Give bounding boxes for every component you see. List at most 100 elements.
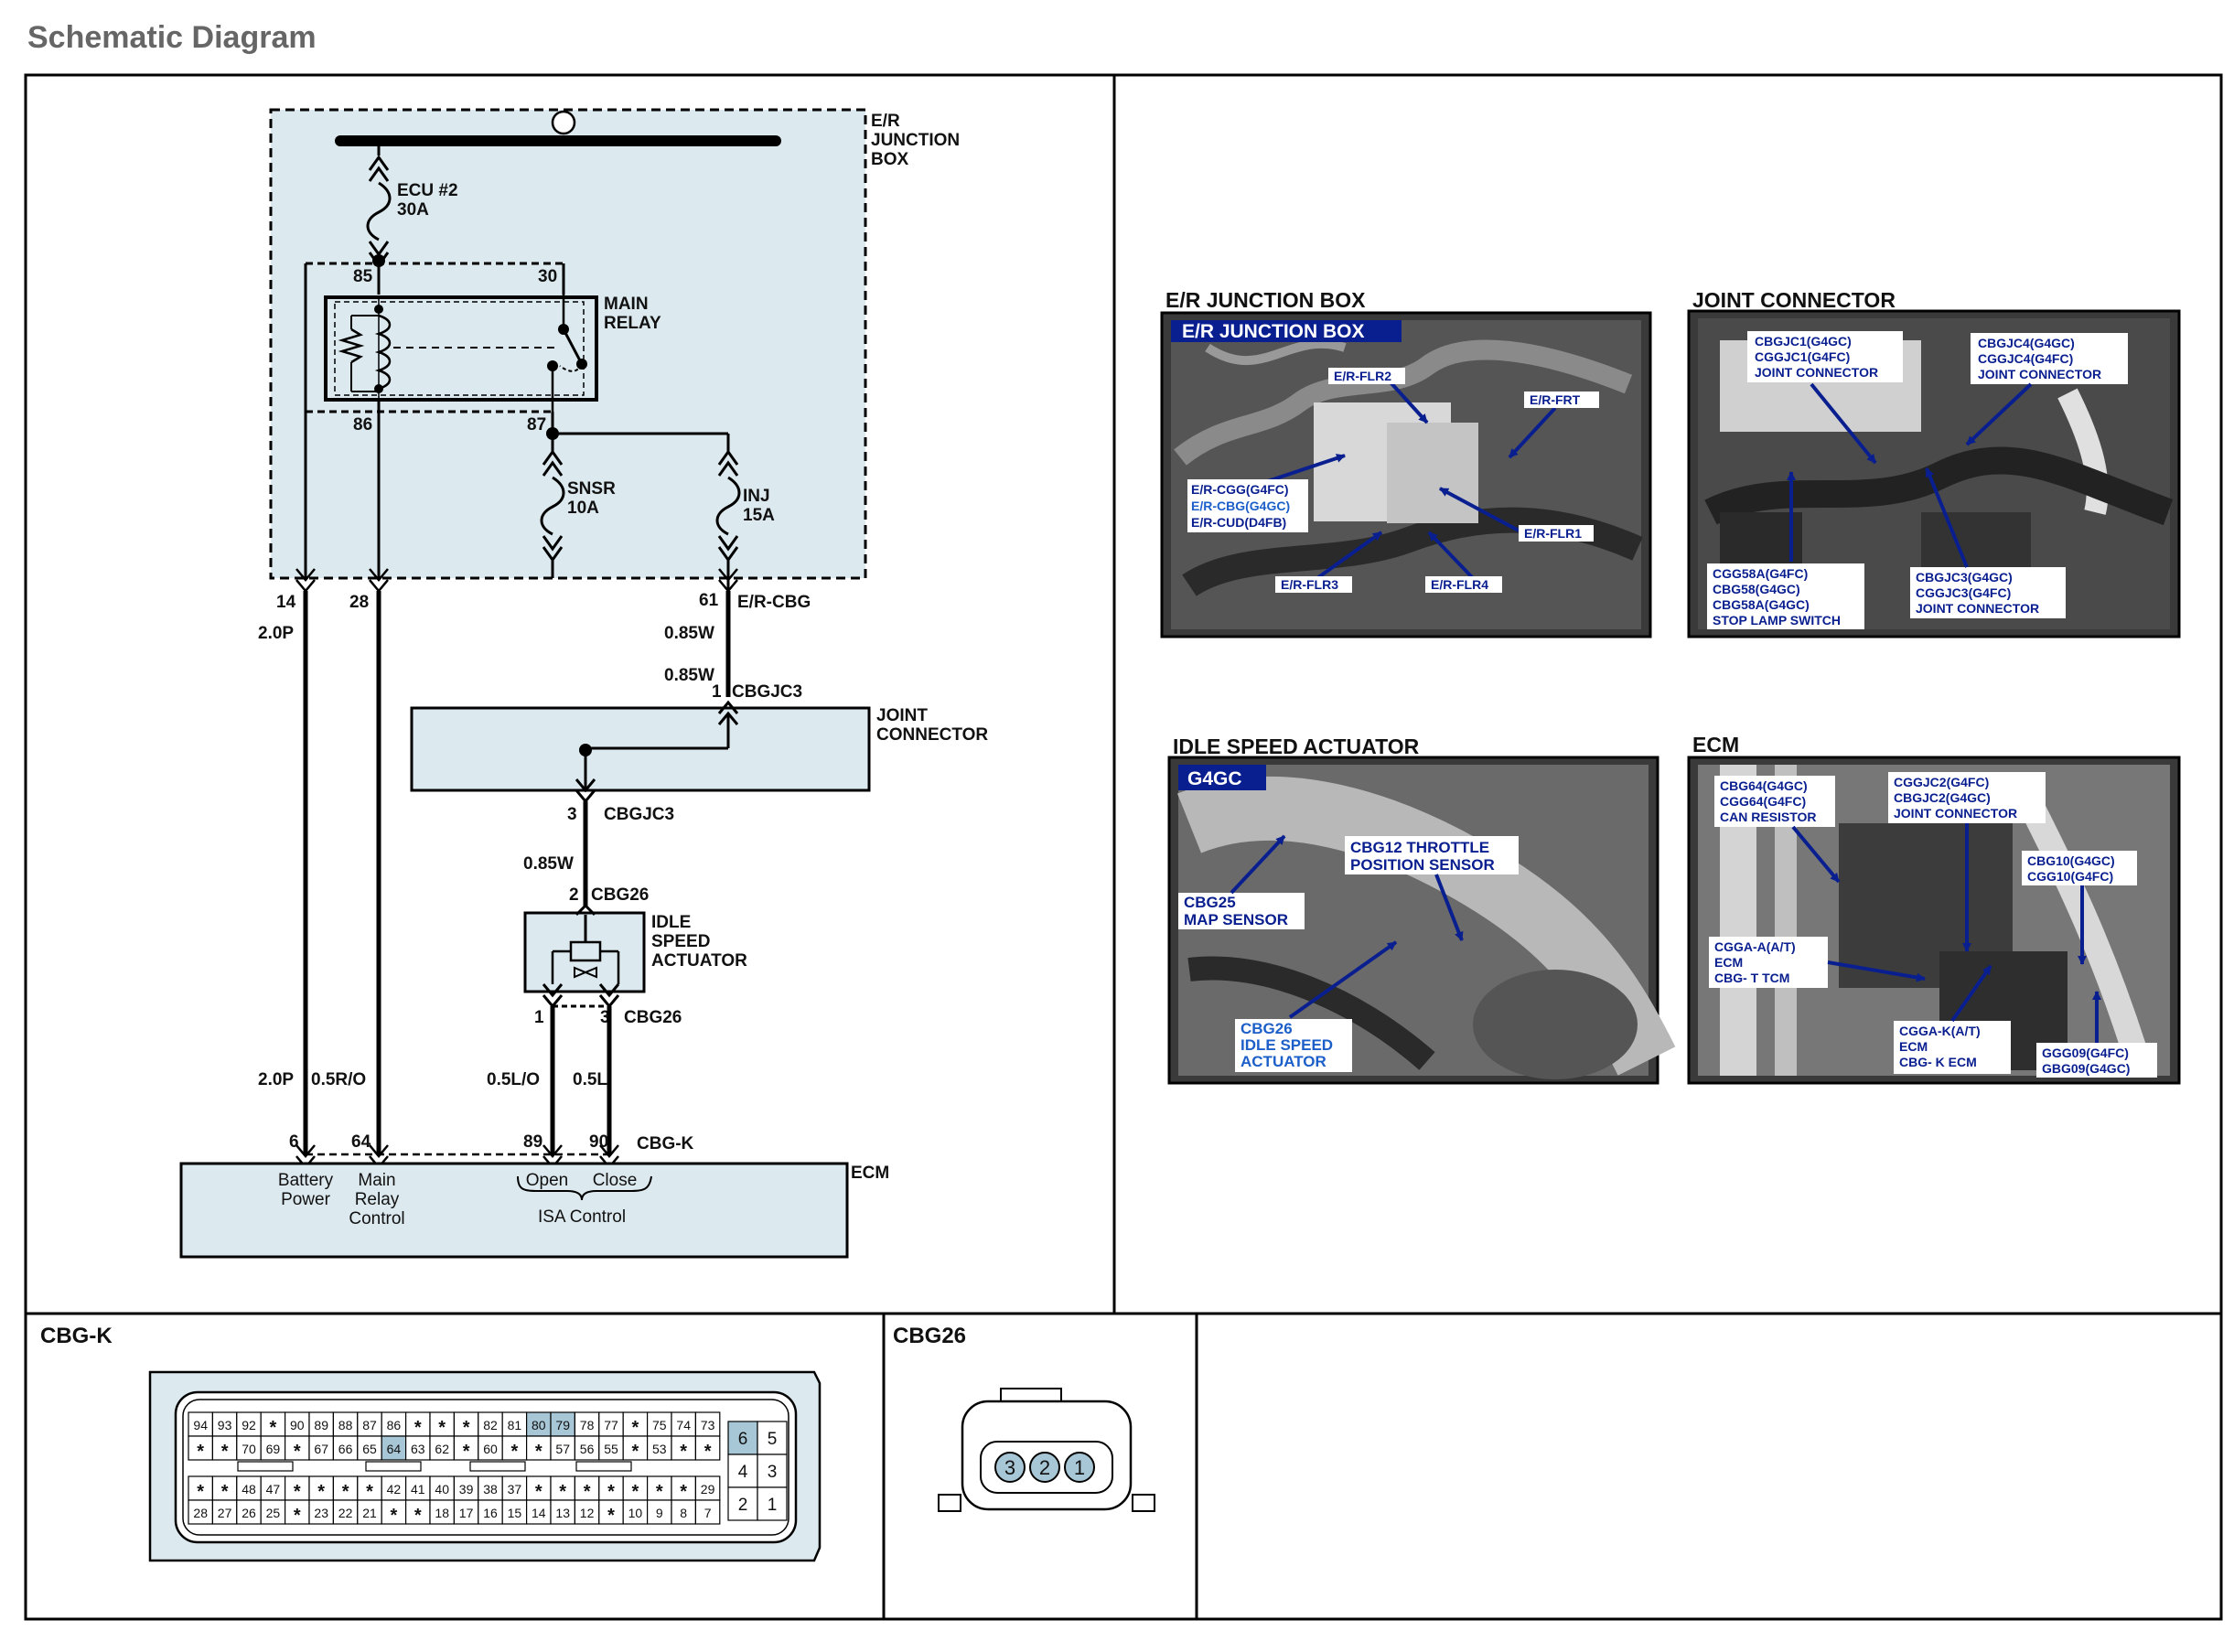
photo-er-junction-box xyxy=(1160,311,1652,638)
cbgk-pin-label: 14 xyxy=(532,1506,546,1520)
callout-er-frt: E/R-FRT xyxy=(1530,392,1581,407)
callout-boxes-isa xyxy=(1178,836,1519,1072)
cbgk-key-tab xyxy=(365,1461,422,1472)
cbgk-pin-label: 7 xyxy=(704,1506,712,1520)
cbgk-pin-label: * xyxy=(535,1442,542,1462)
cbgk-pin-label: 70 xyxy=(242,1442,256,1456)
cbgk-pin-label: 92 xyxy=(242,1418,256,1432)
cbgk-pin-label: 64 xyxy=(387,1442,402,1456)
photo-banner-isa: G4GC xyxy=(1187,768,1242,789)
cbgk-pin-label: * xyxy=(294,1506,301,1526)
callout-g09: GGG09(G4FC)GBG09(G4GC) xyxy=(2042,1046,2130,1076)
cbgk-pin-cell xyxy=(236,1435,262,1461)
connector-title-cbgk: CBG-K xyxy=(40,1324,113,1348)
ecm-pin-89: 89 xyxy=(523,1132,542,1152)
cbgk-pin-cell xyxy=(671,1411,696,1437)
callout-er-cbg: E/R-CBG(G4GC) xyxy=(1191,499,1290,513)
cbgk-pin-cell xyxy=(429,1475,455,1501)
cbgk-pin-label: 48 xyxy=(242,1482,256,1496)
cbgk-pin-label: 40 xyxy=(435,1482,449,1496)
cbgk-pin-cell xyxy=(236,1475,262,1501)
jb-connector-id: E/R-CBG xyxy=(737,593,811,612)
cbgk-pin-label: * xyxy=(294,1442,301,1462)
cbgk-side-pin-label: 3 xyxy=(768,1463,778,1482)
callout-boxes-ecm xyxy=(1709,772,2157,1078)
cbgk-pin-label: 18 xyxy=(435,1506,449,1520)
cbgk-pin-label: * xyxy=(463,1418,470,1438)
cbgk-pin-label: 87 xyxy=(362,1418,377,1432)
callout-arrows-er-jb xyxy=(1262,381,1557,580)
cbgk-pin-cell xyxy=(622,1499,649,1525)
wire-battery-power xyxy=(303,591,381,1154)
cbgk-pin-label: * xyxy=(317,1482,325,1502)
cbgk-pin-cell xyxy=(550,1475,575,1501)
cbgk-pin-label: * xyxy=(535,1482,542,1502)
bus-bar xyxy=(335,110,781,146)
cbgk-pin-label: 55 xyxy=(604,1442,618,1456)
cbgk-pin-label: 26 xyxy=(242,1506,256,1520)
ecm-isa-control: ISA Control xyxy=(538,1207,626,1227)
ecm-connector-id: CBG-K xyxy=(637,1134,694,1153)
connector-title-cbg26: CBG26 xyxy=(893,1324,966,1348)
cbgk-pin-label: 53 xyxy=(652,1442,667,1456)
cbgk-pin-cell xyxy=(598,1411,624,1437)
cbgk-pin-label: * xyxy=(294,1482,301,1502)
cbgk-pin-label: 69 xyxy=(266,1442,281,1456)
callout-jc3: CBGJC3(G4GC)CGGJC3(G4FC)JOINT CONNECTOR xyxy=(1916,570,2039,616)
cbgk-pin-label: 77 xyxy=(604,1418,618,1432)
cbgk-pin-label: * xyxy=(680,1482,687,1502)
isa-brace xyxy=(517,1175,652,1201)
cbgk-pin-label: * xyxy=(559,1482,566,1502)
cbgk-pin-label: * xyxy=(632,1482,639,1502)
cbgk-pin-label: * xyxy=(221,1442,229,1462)
photo-banner-er-jb: E/R JUNCTION BOX xyxy=(1182,321,1365,342)
cbgk-pin-cell xyxy=(308,1475,334,1501)
wire-label: 2.0P xyxy=(258,1070,294,1089)
callout-er-flr3: E/R-FLR3 xyxy=(1281,577,1338,592)
cbgk-pin-label: * xyxy=(511,1442,519,1462)
cbgk-pin-cell xyxy=(671,1435,696,1461)
cbgk-pin-cell xyxy=(236,1411,262,1437)
photo-title-joint: JOINT CONNECTOR xyxy=(1692,288,1896,312)
wire-label: 0.5L/O xyxy=(487,1070,540,1089)
cbgk-pin-label: 28 xyxy=(193,1506,208,1520)
callout-er-flr1: E/R-FLR1 xyxy=(1524,526,1582,541)
cbgk-pin-cell xyxy=(332,1411,359,1437)
cbgk-pin-cell xyxy=(525,1435,552,1461)
cbgk-key-tab xyxy=(575,1461,632,1472)
cbgk-pin-cell xyxy=(285,1475,310,1501)
cbgk-pin-cell xyxy=(211,1499,238,1525)
wire-label: 0.5R/O xyxy=(311,1070,366,1089)
cbgk-side-pin-label: 2 xyxy=(738,1496,748,1515)
cbgk-pin-cell xyxy=(478,1435,503,1461)
cbgk-pin-label: * xyxy=(414,1418,422,1438)
cbgk-pin-label: 57 xyxy=(555,1442,570,1456)
cbgk-pin-label: 63 xyxy=(411,1442,425,1456)
photo-title-er-jb: E/R JUNCTION BOX xyxy=(1165,288,1366,312)
wire-label: 2.0P xyxy=(258,624,294,643)
page-frame xyxy=(24,73,2223,1621)
cbgk-pin-cell xyxy=(308,1411,334,1437)
cbgk-pin-cell xyxy=(429,1499,455,1525)
cbgk-pin-label: 39 xyxy=(459,1482,474,1496)
cbgk-side-pin-label: 1 xyxy=(768,1496,778,1515)
ecm-pin-6: 6 xyxy=(289,1132,299,1152)
cbgk-pin-cell xyxy=(332,1435,359,1461)
cbgk-pin-cell xyxy=(381,1411,407,1437)
cbgk-pin-cell xyxy=(550,1411,575,1437)
cbgk-pin-label: 29 xyxy=(701,1482,715,1496)
jb-pin-61: 61 xyxy=(699,591,719,610)
cbgk-pin-cell xyxy=(671,1499,696,1525)
cbgk-pin-cell xyxy=(671,1475,696,1501)
cbgk-pin-cell xyxy=(285,1435,310,1461)
cbgk-pin-cell xyxy=(381,1499,407,1525)
cbgk-pin-label: 21 xyxy=(362,1506,377,1520)
cbg26-pin xyxy=(1029,1452,1060,1483)
cbgk-pin-label: 37 xyxy=(508,1482,522,1496)
